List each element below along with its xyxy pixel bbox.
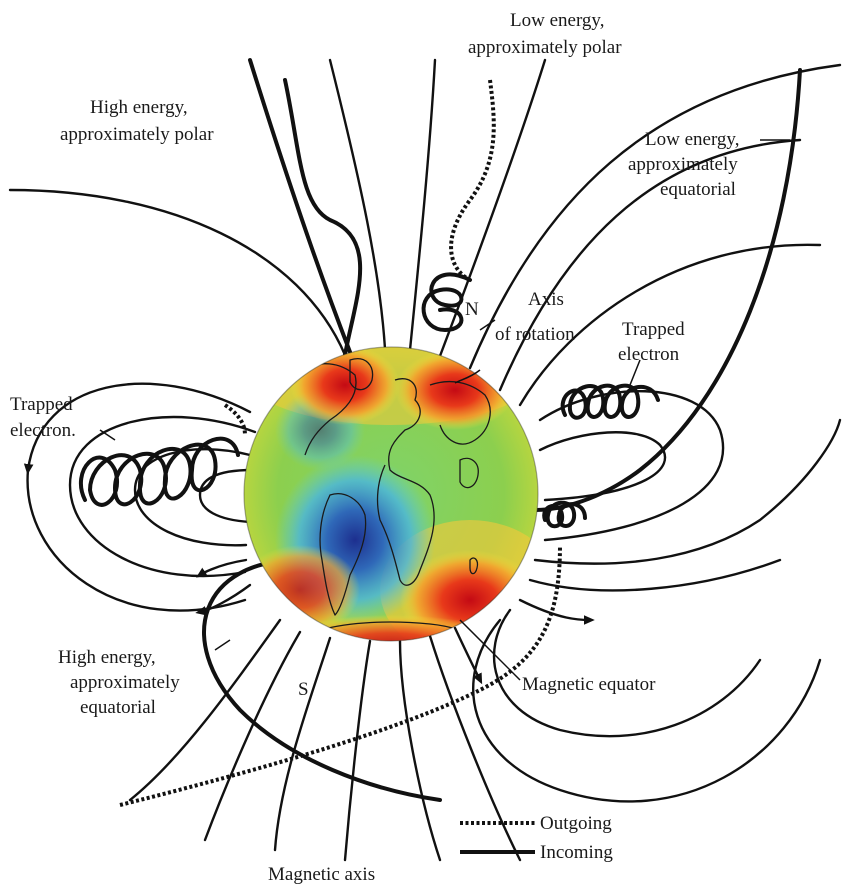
label-axis-rotation-1: Axis — [528, 289, 564, 310]
label-high-energy-equatorial-2: approximately — [70, 672, 180, 693]
outgoing-path — [225, 405, 245, 435]
label-magnetic-axis: Magnetic axis — [268, 864, 375, 885]
label-magnetic-equator: Magnetic equator — [522, 674, 656, 695]
field-line — [530, 560, 780, 590]
spiral-coil-equator — [544, 503, 585, 527]
label-trapped-electron-left-2: electron. — [10, 420, 76, 441]
legend: Outgoing Incoming — [460, 813, 613, 863]
field-line — [10, 190, 345, 355]
legend-outgoing-label: Outgoing — [540, 813, 612, 834]
label-low-energy-equatorial-1: Low energy, — [645, 129, 739, 150]
label-trapped-electron-right-1: Trapped — [622, 319, 685, 340]
label-high-energy-polar-2: approximately polar — [60, 124, 214, 145]
legend-incoming-label: Incoming — [540, 842, 613, 863]
field-line — [535, 420, 840, 564]
label-trapped-electron-right-2: electron — [618, 344, 680, 365]
label-low-energy-equatorial-2: approximately — [628, 154, 738, 175]
earth-globe — [240, 315, 560, 675]
field-line — [473, 620, 820, 801]
spiral-coil-polar — [424, 274, 470, 330]
label-north: N — [465, 299, 479, 320]
label-trapped-electron-left-1: Trapped — [10, 394, 73, 415]
field-line — [400, 641, 440, 860]
label-low-energy-polar-2: approximately polar — [468, 37, 622, 58]
label-low-energy-polar-1: Low energy, — [510, 10, 604, 31]
label-low-energy-equatorial-3: equatorial — [660, 179, 736, 200]
field-line — [250, 60, 350, 352]
label-high-energy-equatorial-3: equatorial — [80, 697, 156, 718]
label-south: S — [298, 679, 309, 700]
label-axis-rotation-2: of rotation — [495, 324, 575, 345]
field-line — [345, 641, 370, 860]
label-high-energy-equatorial-1: High energy, — [58, 647, 156, 668]
field-line — [205, 632, 300, 840]
outgoing-path — [451, 80, 494, 280]
label-high-energy-polar-1: High energy, — [90, 97, 188, 118]
